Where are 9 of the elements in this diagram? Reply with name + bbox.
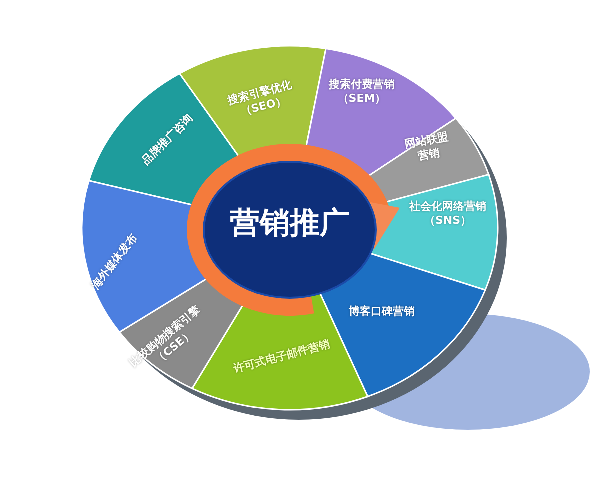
segment-label: 品牌推广咨询 (138, 110, 196, 170)
segment-label: 搜索引擎优化（SEO） (225, 76, 295, 121)
segment-label: 许可式电子邮件营销 (231, 336, 332, 378)
center-title: 营销推广 (230, 204, 350, 242)
segment-label: 社会化网络营销（SNS） (408, 200, 488, 228)
segment-label: 博客口碑营销 (348, 304, 416, 320)
segment-label: 网站联盟营销 (402, 130, 450, 165)
segment-label: 搜索付费营销（SEM） (328, 78, 396, 106)
segment-label: 海外媒体发布 (88, 230, 141, 294)
